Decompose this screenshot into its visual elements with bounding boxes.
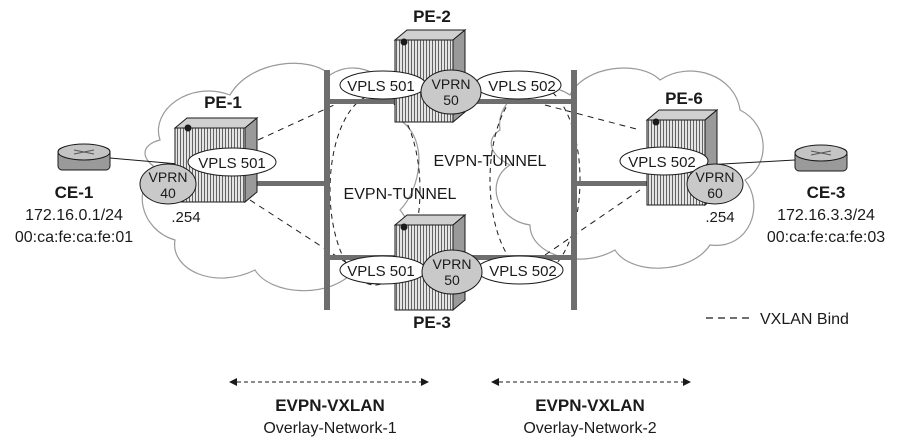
pe2-vprn-ellipse	[420, 69, 482, 115]
evpn-tunnel-right-ring	[489, 84, 581, 276]
pe1-vprn-label: VPRN	[149, 169, 188, 185]
pe6-vpls-label: VPLS 502	[628, 154, 696, 171]
ce1-router-icon	[57, 143, 111, 171]
pe3-vpls-a-label: VPLS 501	[347, 263, 415, 280]
pe6-vprn-ellipse	[686, 163, 744, 205]
pe1-vprn-id: 40	[160, 185, 176, 201]
overlay-2-subtitle: Overlay-Network-2	[523, 420, 656, 437]
pe1-vprn-ellipse	[139, 163, 197, 205]
pe6-vprn-label: VPRN	[696, 169, 735, 185]
pe6-vpls-ellipse	[619, 146, 709, 176]
ce3-mac: 00:ca:fe:ca:fe:03	[767, 229, 885, 246]
pe1-vpls-label: VPLS 501	[198, 155, 266, 172]
pe2-vprn-label: VPRN	[432, 76, 471, 92]
pe1-name: PE-1	[204, 93, 242, 112]
overlay-1-title: EVPN-VXLAN	[275, 396, 385, 415]
pe6-name: PE-6	[665, 89, 703, 108]
pe6-interface-label: .254	[705, 209, 734, 226]
ce1-name: CE-1	[55, 183, 94, 202]
ce3-name: CE-3	[807, 183, 846, 202]
pe3-vprn-ellipse	[421, 249, 483, 295]
vxlan-bind-lines	[249, 99, 641, 266]
pe3-vprn-label: VPRN	[433, 256, 472, 272]
bar-left	[324, 70, 330, 310]
legend-vxlan-bind: VXLAN Bind	[760, 311, 849, 328]
ce3-router-icon	[794, 144, 848, 172]
pe3-name: PE-3	[413, 313, 451, 332]
pe1-vpls-ellipse	[187, 147, 277, 177]
overlay-1-subtitle: Overlay-Network-1	[263, 420, 396, 437]
bar-right	[571, 70, 577, 310]
ce1-mac: 00:ca:fe:ca:fe:01	[15, 229, 133, 246]
pe2-vprn-id: 50	[443, 92, 459, 108]
pe6-vprn-id: 60	[707, 185, 723, 201]
link-pe6-bar	[577, 181, 647, 186]
pe2-vpls-b-label: VPLS 502	[488, 78, 556, 95]
evpn-tunnel-right-label: EVPN-TUNNEL	[434, 153, 547, 170]
pe2-vpls-a-label: VPLS 501	[347, 78, 415, 95]
evpn-tunnel-left-label: EVPN-TUNNEL	[344, 186, 457, 203]
pe1-interface-label: .254	[171, 209, 200, 226]
overlay-2-title: EVPN-VXLAN	[535, 396, 645, 415]
pe2-name: PE-2	[413, 7, 451, 26]
link-pe1-bar	[255, 181, 324, 186]
pe3-vprn-id: 50	[444, 272, 460, 288]
ce1-ip: 172.16.0.1/24	[25, 207, 123, 224]
ce3-ip: 172.16.3.3/24	[777, 207, 875, 224]
pe3-vpls-b-label: VPLS 502	[489, 263, 557, 280]
